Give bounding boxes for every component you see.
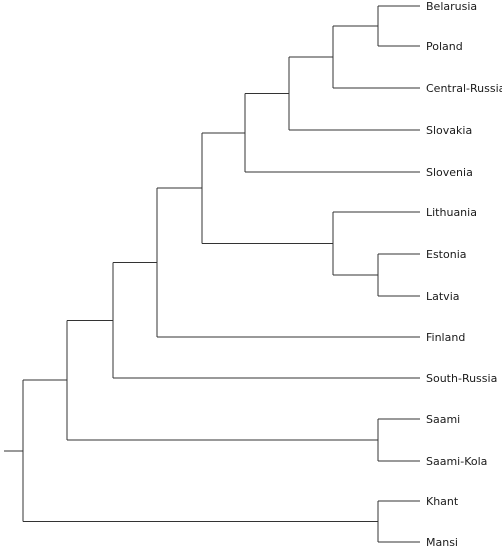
leaf-label: Lithuania [426, 206, 477, 219]
leaf-label: Central-Russia [426, 82, 502, 95]
leaf-label: Belarusia [426, 0, 477, 13]
leaf-label: Mansi [426, 536, 458, 549]
leaf-label: Khant [426, 495, 459, 508]
leaf-labels: BelarusiaPolandCentral-RussiaSlovakiaSlo… [426, 0, 502, 549]
leaf-label: Saami [426, 413, 460, 426]
leaf-label: Finland [426, 331, 465, 344]
leaf-label: Slovakia [426, 124, 472, 137]
leaf-label: Slovenia [426, 166, 473, 179]
leaf-label: Saami-Kola [426, 455, 487, 468]
leaf-label: South-Russia [426, 372, 497, 385]
leaf-label: Estonia [426, 248, 467, 261]
tree-branches [4, 5, 420, 543]
leaf-label: Poland [426, 40, 463, 53]
leaf-label: Latvia [426, 290, 460, 303]
